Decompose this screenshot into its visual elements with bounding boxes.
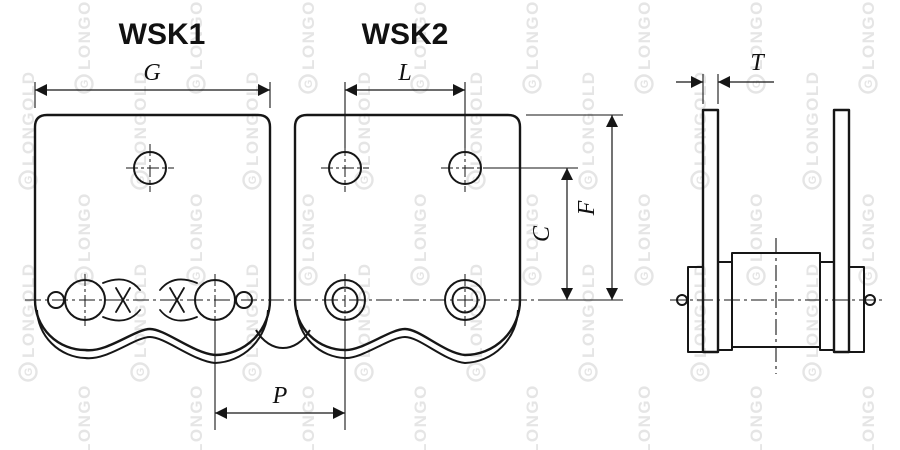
- spring-clip-wing: [102, 309, 141, 322]
- dimension-label-g: G: [143, 60, 160, 86]
- outer-plate-edge-left: [687, 266, 704, 353]
- rear-link-contour-left: [36, 309, 269, 364]
- side-view: [670, 108, 886, 374]
- dimension-label-p: P: [272, 383, 288, 409]
- dimension-t: T: [676, 50, 774, 104]
- rear-link-contour-right: [296, 309, 519, 364]
- dimension-label-f: F: [574, 200, 600, 216]
- view-title-wsk1: WSK1: [119, 18, 206, 51]
- outer-plate-edge-right: [848, 266, 865, 353]
- spring-clip-wing: [102, 278, 141, 291]
- spring-clip-cross: [115, 287, 131, 313]
- dimension-f: F: [526, 114, 623, 300]
- front-view: [25, 113, 545, 364]
- dimension-p: P: [214, 322, 346, 430]
- dimension-g: G: [34, 60, 271, 108]
- dimension-c: C: [486, 167, 623, 301]
- dimension-l: L: [344, 60, 466, 148]
- spring-clip-cross: [169, 287, 185, 313]
- spring-clip-wing: [159, 278, 198, 291]
- spring-clip-wing: [159, 309, 198, 322]
- dimension-label-c: C: [529, 225, 555, 242]
- attachment-plate-edge-right: [832, 108, 851, 354]
- rear-link-contour-gap: [255, 329, 311, 349]
- view-title-wsk2: WSK2: [362, 18, 449, 51]
- attachment-plate-edge-left: [701, 108, 720, 354]
- dimensions: G L C F P: [34, 50, 774, 430]
- dimension-label-l: L: [397, 60, 411, 86]
- dimension-label-t: T: [750, 50, 765, 76]
